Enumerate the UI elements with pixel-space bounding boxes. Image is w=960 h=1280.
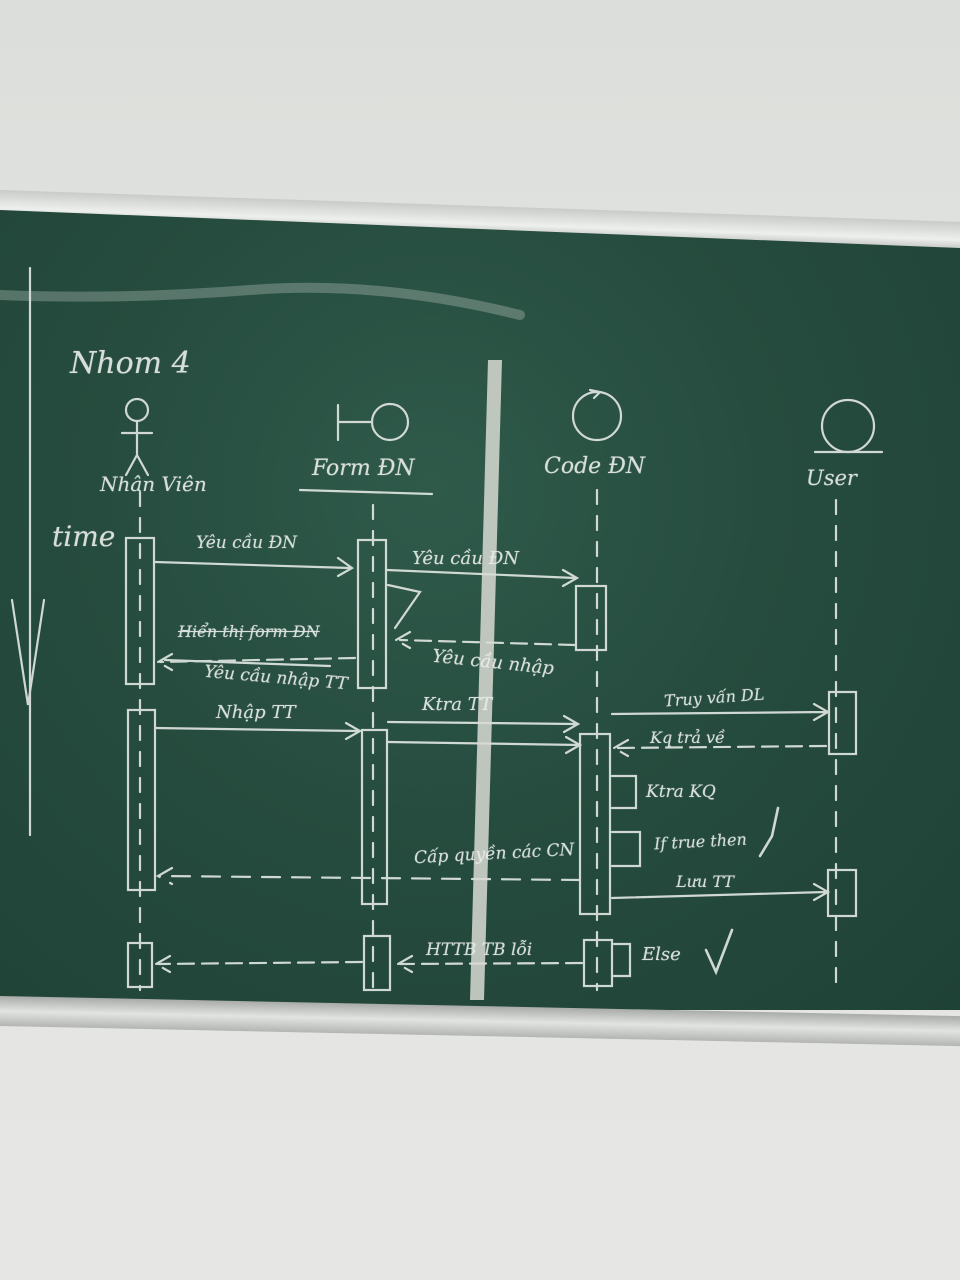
- message-arrow-m14: [395, 954, 584, 974]
- message-label-m9: Kq trả về: [650, 728, 725, 747]
- actor-activation-1: [124, 536, 156, 686]
- erased-smudge: [0, 282, 525, 320]
- actor-icon: [120, 397, 154, 477]
- message-label-m13: Lưu TT: [676, 872, 734, 891]
- message-arrow-m12: [155, 866, 582, 886]
- boundary-activation-1: [356, 538, 388, 690]
- control-activation-2: [578, 732, 612, 916]
- message-arrow-m1: [153, 556, 355, 578]
- self-call-m11: [610, 830, 642, 868]
- lifeline-label-entity: User: [806, 466, 857, 490]
- message-arrow-m13: [610, 882, 831, 902]
- message-label-m1: Yêu cầu ĐN: [196, 533, 298, 553]
- boundary-activation-2: [360, 728, 389, 906]
- control-activation-3: [582, 938, 614, 988]
- message-label-m10: Ktra KQ: [646, 782, 716, 802]
- masking-tape-strip: [470, 360, 502, 1000]
- self-call-m4: [386, 583, 422, 630]
- message-underline-m3: [163, 658, 332, 668]
- message-label-m14: HTTB TB lỗi: [426, 940, 533, 960]
- message-arrow-m3: [155, 652, 357, 672]
- message-label-m2: Yêu cầu ĐN: [412, 548, 519, 569]
- actor-activation-3: [126, 941, 154, 989]
- message-label-m15: Else: [642, 944, 681, 965]
- self-call-m10: [610, 774, 638, 810]
- lifeline-label-control: Code ĐN: [544, 454, 646, 479]
- actor-activation-2: [126, 708, 157, 892]
- time-arrow-icon: [10, 598, 46, 706]
- entity-activation-1: [827, 690, 858, 756]
- checkmark-else-icon: [704, 928, 734, 976]
- lifeline-label-boundary: Form ĐN: [312, 456, 415, 481]
- message-arrow-m9: [611, 738, 828, 758]
- message-label-m6: Nhập TT: [216, 702, 296, 723]
- form-label-underline: [298, 488, 434, 496]
- time-label: time: [52, 520, 116, 553]
- control-activation-1: [574, 584, 608, 652]
- message-arrow-m8: [610, 702, 831, 722]
- control-icon: [571, 388, 623, 442]
- checkmark-icon: [758, 806, 780, 858]
- boundary-icon: [336, 402, 410, 442]
- lifeline-label-actor: Nhân Viên: [100, 472, 207, 496]
- message-label-m7: Ktra TT: [422, 694, 493, 715]
- message-label-m3: Hiển thị form ĐN: [178, 622, 320, 641]
- message-arrow-m6: [153, 721, 363, 741]
- boundary-activation-3: [362, 934, 392, 992]
- self-call-m15: [612, 942, 632, 978]
- entity-activation-2: [826, 868, 858, 918]
- message-arrow-m2: [385, 568, 580, 588]
- entity-icon: [813, 398, 884, 454]
- message-arrow-m14b: [153, 954, 364, 974]
- group-label: Nhom 4: [70, 346, 191, 381]
